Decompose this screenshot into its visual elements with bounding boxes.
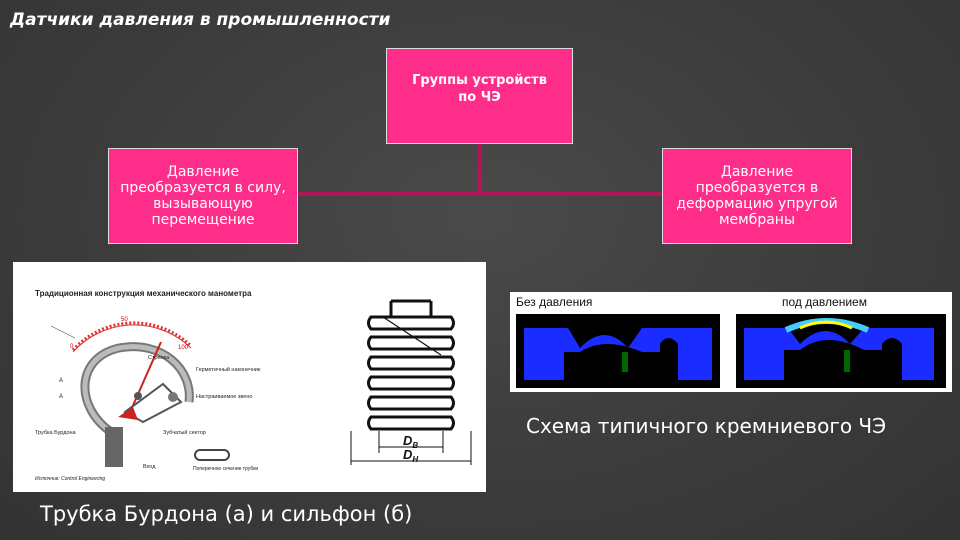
gauge-scale-arc [71, 321, 193, 352]
silicon-sim-drawing: Без давления под давлением [516, 295, 946, 388]
sim-left-structure [524, 328, 712, 380]
node-force-displacement: Давление преобразуется в силу, вызывающу… [108, 148, 298, 244]
label-arrow: Стрелка [148, 355, 170, 361]
sim-label-under-pressure: под давлением [782, 295, 867, 309]
scale-tick-0: 0 [70, 344, 74, 350]
gauge-source: Источник: Control Engineering [35, 476, 105, 482]
node-device-groups: Группы устройств по ЧЭ [386, 48, 573, 144]
leader-scale [50, 325, 76, 339]
gauge-scale-arc-line [72, 324, 192, 353]
dim-inner-label: DВ [403, 433, 418, 450]
node-device-groups-label: Группы устройств по ЧЭ [412, 73, 547, 105]
silicon-element-figure: Без давления под давлением [510, 292, 952, 392]
scale-tick-50: 50 [121, 317, 128, 323]
label-sealed-end: Герметичный наконечник [196, 366, 261, 373]
dim-outer-letter: D [403, 447, 413, 462]
label-section-a1: A [59, 378, 63, 384]
gauge-pivot [134, 392, 142, 400]
sim-right-stress-yellow [799, 320, 853, 330]
node-membrane-deformation-label: Давление преобразуется в деформацию упру… [676, 164, 838, 228]
node-force-displacement-label: Давление преобразуется в силу, вызывающу… [120, 164, 286, 228]
sim-left-axis [622, 352, 628, 372]
node-membrane-deformation: Давление преобразуется в деформацию упру… [662, 148, 852, 244]
sim-label-no-pressure: Без давления [516, 295, 592, 309]
bellows-convolutions [367, 299, 455, 431]
bourdon-bellows-figure: Традиционная конструкция механического м… [13, 262, 486, 492]
label-section-a2: A [59, 394, 63, 400]
connector-vertical [478, 144, 482, 194]
bourdon-tube-inner [82, 344, 192, 435]
bellows-diagonal [382, 316, 442, 356]
linkage-joint [168, 392, 178, 402]
gauge-heading: Традиционная конструкция механического м… [35, 289, 252, 298]
dim-outer-label: DН [403, 447, 418, 464]
connector-horizontal [298, 192, 662, 196]
bellows-drawing: DВ DН [350, 299, 472, 465]
label-inlet: Вход [143, 464, 156, 470]
gauge-socket [105, 427, 123, 467]
scale-tick-100: 100 [178, 345, 189, 351]
caption-bourdon-bellows: Трубка Бурдона (а) и сильфон (б) [40, 502, 413, 526]
slide-title: Датчики давления в промышленности [10, 10, 391, 30]
bourdon-gauge-drawing: Традиционная конструкция механического м… [35, 289, 261, 482]
sim-right-structure [744, 328, 934, 380]
gear-sector-red [118, 407, 138, 420]
dim-inner-letter: D [403, 433, 413, 448]
caption-silicon-element: Схема типичного кремниевого ЧЭ [526, 414, 887, 438]
sim-right-axis [844, 350, 850, 372]
dim-inner-sub: В [412, 441, 418, 450]
label-sealed-end-text: Герметичный наконечник [196, 366, 261, 373]
label-gear-sector: Зубчатый сектор [163, 429, 206, 436]
label-tube: Трубка Бурдона [35, 430, 77, 436]
label-cross-section: Поперечное сечение трубки [193, 466, 258, 472]
dim-outer-sub: Н [412, 455, 418, 464]
tube-cross-section [194, 449, 230, 461]
label-adjustable-link: Настраиваемое звено [196, 394, 252, 400]
